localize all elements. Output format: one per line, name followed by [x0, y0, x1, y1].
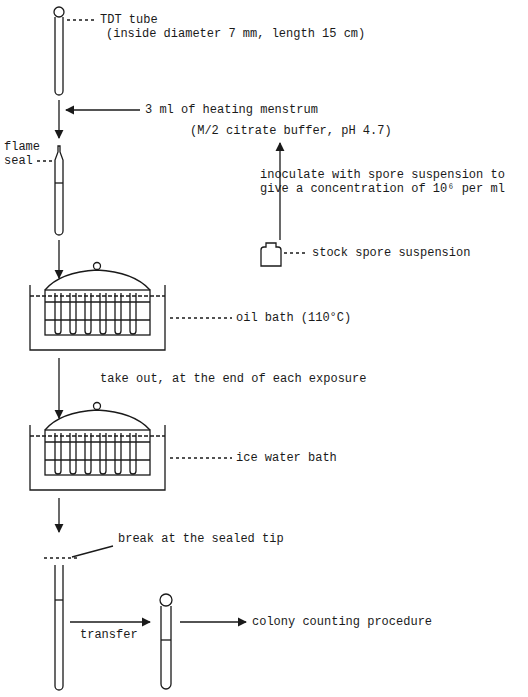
step-note: inoculate with spore suspension to give … [260, 168, 518, 196]
spore-bottle [261, 243, 281, 266]
step-label: break at the sealed tip [118, 532, 284, 546]
bath-tube [115, 433, 121, 474]
step-label: 3 ml of heating menstrum [145, 103, 318, 117]
leader-line [67, 19, 96, 20]
flow-arrow [58, 240, 59, 278]
part-label: stock spore suspension [312, 246, 470, 260]
bath-tube [85, 433, 91, 474]
part-label: ice water bath [236, 451, 337, 465]
tube-rim [54, 7, 64, 17]
leader-line [170, 457, 232, 458]
transfer-arrow [70, 621, 150, 622]
bath-tube [70, 293, 76, 334]
addition-arrow [66, 109, 140, 110]
oil-bath [30, 263, 165, 351]
tube-rim [160, 594, 172, 606]
leader-line [170, 317, 232, 318]
bath-tube [115, 293, 121, 334]
flow-arrow [58, 358, 59, 418]
part-label: TDT tube [100, 13, 158, 27]
leader-line [37, 160, 52, 161]
bath-tube [100, 293, 106, 334]
bath-tube [85, 293, 91, 334]
step-label: transfer [80, 628, 138, 642]
liquid-level [55, 599, 63, 600]
liquid-level [55, 182, 63, 183]
part-label: flame seal [4, 140, 48, 168]
bath-tube [130, 293, 136, 334]
step-label: colony counting procedure [252, 615, 432, 629]
liquid-level [161, 639, 171, 640]
flow-arrow [180, 621, 246, 622]
bath-tube [130, 433, 136, 474]
break-line [44, 557, 80, 558]
bath-tube [55, 433, 61, 474]
bath-tube [100, 433, 106, 474]
plating-tube [161, 606, 171, 689]
bath-tube [70, 433, 76, 474]
leader-line [284, 252, 308, 253]
ice-water-bath [30, 403, 165, 491]
flow-arrow [58, 498, 59, 532]
tdt-tube [55, 17, 63, 95]
dimension-note: (inside diameter 7 mm, length 15 cm) [106, 27, 365, 41]
leader-line [72, 546, 113, 557]
step-note: (M/2 citrate buffer, pH 4.7) [190, 124, 392, 138]
flow-arrow [58, 100, 59, 138]
step-label: take out, at the end of each exposure [100, 372, 366, 386]
part-label: oil bath (110°C) [236, 311, 351, 325]
sealed-tube [55, 146, 63, 235]
opened-tube [55, 565, 63, 690]
bath-tube [55, 293, 61, 334]
